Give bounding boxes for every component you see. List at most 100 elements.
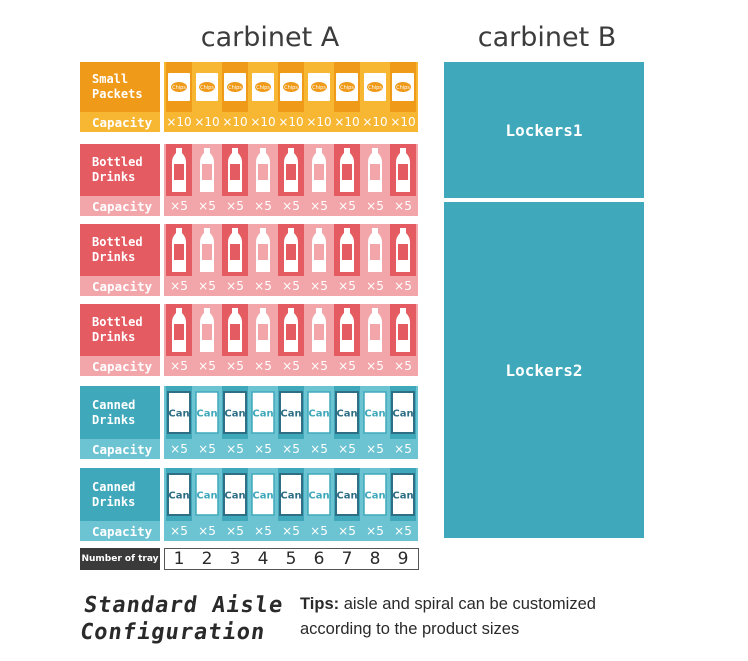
can-slot[interactable]: Can — [250, 468, 276, 521]
capacity-value: ×5 — [310, 442, 328, 456]
bottle-slot[interactable] — [250, 224, 276, 276]
packet-slot[interactable]: Chips — [390, 62, 416, 112]
capacity-value: ×10 — [390, 115, 416, 129]
can-slot[interactable]: Can — [390, 386, 416, 439]
packet-slot[interactable]: Chips — [222, 62, 248, 112]
can-slot[interactable]: Can — [166, 386, 192, 439]
can-slot[interactable]: Can — [222, 386, 248, 439]
row-label-line2: Drinks — [92, 250, 136, 264]
bottle-slot[interactable] — [334, 304, 360, 356]
capacity-value: ×5 — [310, 524, 328, 538]
capacity-value: ×5 — [254, 442, 272, 456]
bottle-slot[interactable] — [390, 304, 416, 356]
bottle-slot[interactable] — [166, 304, 192, 356]
footer-title-line2: Configuration — [78, 620, 268, 645]
bottle-slot[interactable] — [250, 144, 276, 196]
can-slot[interactable]: Can — [194, 386, 220, 439]
bottle-slot[interactable] — [362, 144, 388, 196]
bottle-icon — [368, 228, 382, 272]
packet-slot[interactable]: Chips — [306, 62, 332, 112]
locker-1[interactable]: Lockers1 — [444, 62, 644, 198]
can-slot[interactable]: Can — [362, 468, 388, 521]
capacity-label: Capacity — [80, 356, 160, 376]
can-slot[interactable]: Can — [278, 386, 304, 439]
bottle-slot[interactable] — [362, 304, 388, 356]
locker-2[interactable]: Lockers2 — [444, 202, 644, 538]
bottle-slot[interactable] — [390, 144, 416, 196]
capacity-value: ×10 — [334, 115, 360, 129]
can-slot[interactable]: Can — [334, 468, 360, 521]
can-slot[interactable]: Can — [306, 468, 332, 521]
svg-text:Can: Can — [364, 409, 385, 420]
capacity-value: ×5 — [226, 442, 244, 456]
svg-text:Chips: Chips — [284, 85, 298, 91]
row-label-line1: Bottled — [92, 155, 143, 169]
bottle-slot[interactable] — [194, 144, 220, 196]
can-slot[interactable]: Can — [222, 468, 248, 521]
tray-number: 8 — [369, 549, 381, 569]
capacity-value: ×10 — [306, 115, 332, 129]
can-icon: Can — [363, 473, 387, 516]
bottle-slot[interactable] — [362, 224, 388, 276]
bottle-slot[interactable] — [334, 224, 360, 276]
capacity-value: ×5 — [282, 359, 300, 373]
packet-slot[interactable]: Chips — [362, 62, 388, 112]
packet-slot[interactable]: Chips — [334, 62, 360, 112]
capacity-value: ×5 — [198, 359, 216, 373]
bottle-slot[interactable] — [306, 224, 332, 276]
bottle-slot[interactable] — [166, 224, 192, 276]
can-slot[interactable]: Can — [334, 386, 360, 439]
can-slot[interactable]: Can — [194, 468, 220, 521]
bottle-icon — [340, 148, 354, 192]
bottle-slot[interactable] — [306, 144, 332, 196]
bottle-slot[interactable] — [390, 224, 416, 276]
bottle-icon — [172, 148, 186, 192]
bottle-icon — [172, 228, 186, 272]
capacity-value: ×10 — [278, 115, 304, 129]
bottle-icon — [228, 228, 242, 272]
can-icon: Can — [391, 391, 415, 434]
capacity-value: ×5 — [226, 279, 244, 293]
packet-slot[interactable]: Chips — [278, 62, 304, 112]
bottle-icon — [200, 308, 214, 352]
can-slot[interactable]: Can — [390, 468, 416, 521]
can-icon: Can — [391, 473, 415, 516]
bottle-slot[interactable] — [194, 224, 220, 276]
can-slot[interactable]: Can — [250, 386, 276, 439]
bottle-slot[interactable] — [222, 224, 248, 276]
svg-text:Chips: Chips — [200, 85, 214, 91]
capacity-label: Capacity — [80, 521, 160, 541]
svg-text:Can: Can — [252, 409, 273, 420]
packet-slot[interactable]: Chips — [250, 62, 276, 112]
bottle-slot[interactable] — [194, 304, 220, 356]
bottle-slot[interactable] — [278, 304, 304, 356]
can-icon: Can — [335, 473, 359, 516]
bottle-slot[interactable] — [334, 144, 360, 196]
svg-text:Can: Can — [364, 491, 385, 502]
can-icon: Can — [195, 473, 219, 516]
svg-text:Can: Can — [392, 409, 413, 420]
svg-text:Can: Can — [196, 491, 217, 502]
row-label-line2: Drinks — [92, 412, 136, 427]
can-slot[interactable]: Can — [306, 386, 332, 439]
bottle-slot[interactable] — [278, 144, 304, 196]
bottle-slot[interactable] — [306, 304, 332, 356]
bottle-slot[interactable] — [250, 304, 276, 356]
can-icon: Can — [363, 391, 387, 434]
can-slot[interactable]: Can — [362, 386, 388, 439]
bottle-icon — [396, 148, 410, 192]
bottle-slot[interactable] — [278, 224, 304, 276]
can-slot[interactable]: Can — [166, 468, 192, 521]
packet-slot[interactable]: Chips — [194, 62, 220, 112]
bottle-slot[interactable] — [166, 144, 192, 196]
can-icon: Can — [223, 391, 247, 434]
tray-number: 6 — [313, 549, 325, 569]
can-slot[interactable]: Can — [278, 468, 304, 521]
packet-slot[interactable]: Chips — [166, 62, 192, 112]
bottle-slot[interactable] — [222, 144, 248, 196]
can-icon: Can — [251, 391, 275, 434]
capacity-value: ×5 — [198, 442, 216, 456]
bottle-slot[interactable] — [222, 304, 248, 356]
bottle-icon — [172, 308, 186, 352]
capacity-value: ×5 — [366, 359, 384, 373]
